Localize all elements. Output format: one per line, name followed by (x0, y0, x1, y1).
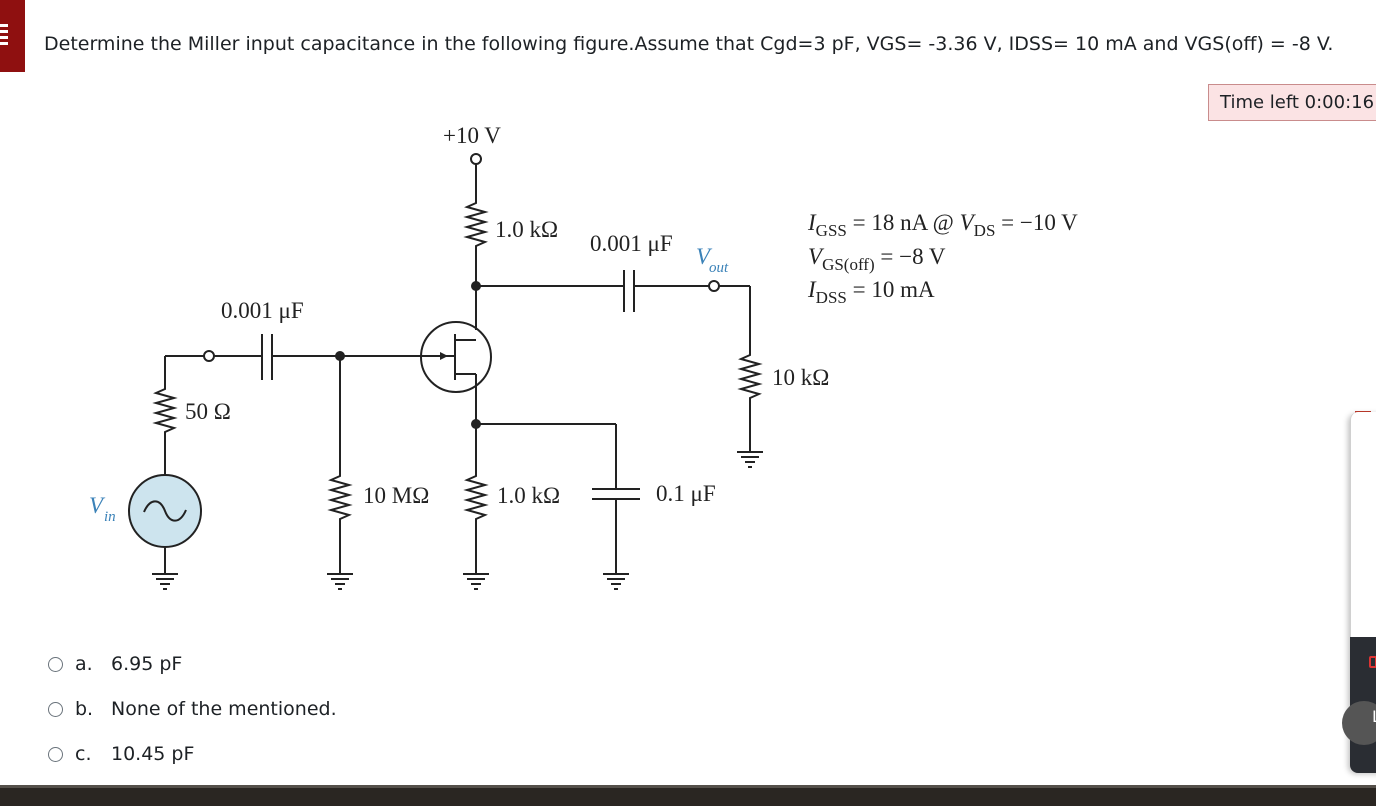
drawer-partial-label: L (1372, 707, 1376, 726)
vin-label: V (89, 493, 106, 518)
drawer-toggle-button[interactable]: L (1342, 701, 1376, 745)
option-text: 10.45 pF (111, 743, 195, 765)
spec-idss-symbol: I (807, 277, 817, 302)
svg-text:VGS(off) = −8 V: VGS(off) = −8 V (808, 244, 946, 274)
spec-vgs-subscript: GS(off) (822, 255, 875, 274)
bypass-capacitor-label: 0.1 μF (656, 481, 716, 506)
load-resistor-label: 10 kΩ (772, 365, 829, 390)
quiz-timer: Time left 0:00:16 (1208, 84, 1376, 121)
vin-subscript: in (104, 509, 116, 525)
svg-text:IDSS = 10 mA: IDSS = 10 mA (807, 277, 935, 307)
vout-label: V (696, 244, 713, 269)
radio-button[interactable] (48, 701, 63, 717)
option-letter: c. (75, 743, 92, 765)
svg-text:IGSS = 18 nA @ VDS = −10 V: IGSS = 18 nA @ VDS = −10 V (807, 210, 1078, 240)
question-flag-marker[interactable] (0, 0, 25, 72)
calendar-icon[interactable] (1369, 656, 1376, 668)
gate-resistor-label: 10 MΩ (363, 483, 429, 508)
option-letter: b. (75, 698, 94, 720)
spec-igss-value: = 18 nA @ (847, 210, 960, 235)
spec-vds-value: = −10 V (995, 210, 1078, 235)
radio-button[interactable] (48, 656, 63, 672)
spec-igss-symbol: I (807, 210, 817, 235)
taskbar (0, 785, 1376, 806)
input-capacitor-label: 0.001 μF (221, 298, 304, 323)
output-capacitor-label: 0.001 μF (590, 231, 673, 256)
spec-idss-value: = 10 mA (847, 277, 935, 302)
option-text: 6.95 pF (111, 653, 183, 675)
source-resistor-label: 1.0 kΩ (497, 483, 560, 508)
vout-subscript: out (709, 260, 729, 276)
fet-specifications: IGSS = 18 nA @ VDS = −10 V VGS(off) = −8… (807, 210, 1078, 307)
drain-resistor-label: 1.0 kΩ (495, 217, 558, 242)
radio-button[interactable] (48, 746, 63, 762)
question-text: Determine the Miller input capacitance i… (44, 33, 1334, 55)
answer-option-c[interactable]: c. 10.45 pF (48, 741, 194, 767)
spec-idss-subscript: DSS (816, 288, 847, 307)
option-text: None of the mentioned. (111, 698, 337, 720)
answer-option-a[interactable]: a. 6.95 pF (48, 651, 182, 677)
spec-vgs-symbol: V (808, 244, 825, 269)
spec-igss-subscript: GSS (816, 221, 847, 240)
generator-resistor-label: 50 Ω (185, 399, 231, 424)
spec-vds-symbol: V (960, 210, 977, 235)
spec-vgs-value: = −8 V (875, 244, 946, 269)
option-letter: a. (75, 653, 93, 675)
answer-option-b[interactable]: b. None of the mentioned. (48, 696, 337, 722)
spec-vds-subscript: DS (974, 221, 996, 240)
supply-label: +10 V (443, 123, 501, 148)
